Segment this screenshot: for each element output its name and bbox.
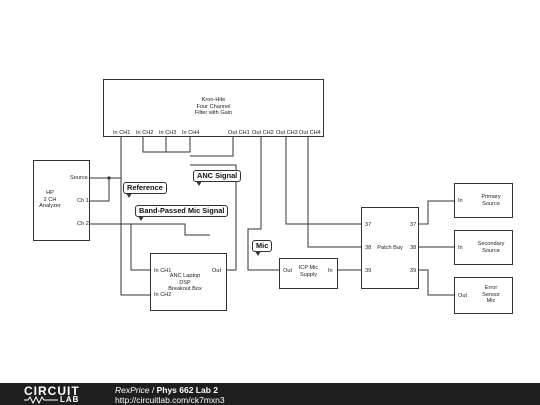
pin-in-ch1: In CH1 [113,130,131,136]
pin-bay-l38: 38 [365,245,372,251]
junction-dot [107,176,111,180]
logo-wave-icon [24,396,58,404]
pin-source: Source [70,175,88,181]
pin-icp-out: Out [283,268,293,274]
pin-anc-in-ch1: In CH1 [154,268,172,274]
wire-band-passed-bus [131,223,210,236]
hp-analyzer-title: HP 2 CH Analyzer [39,190,61,210]
pin-out-ch1: Out CH1 [228,130,250,136]
pin-bay-l37: 37 [365,222,372,228]
kron-hite-title: Kron-Hite Four Channel Filter with Gain [194,97,233,117]
wire-out-ch3 [285,137,361,225]
wire-ch2-band-passed [89,223,150,271]
wire-in-ch2-in-ch3 [142,137,167,153]
tag-mic: Mic [252,240,273,257]
kron-hite-filter: Kron-Hite Four Channel Filter with Gain … [103,79,324,137]
wire-anc-signal [190,164,237,271]
pin-anc-out: Out [212,268,222,274]
icp-title: ICP Mic Supply [298,265,319,278]
pin-anc-in-ch2: In CH2 [154,292,172,298]
wire-out-ch2 [247,137,279,271]
secondary-source-title: Secondary Source [477,241,505,254]
wire-reference-to-anc-in-ch2 [120,178,150,296]
footer-url[interactable]: http://circuitlab.com/ck7mxn3 [115,395,225,405]
tag-anc-signal: ANC Signal [193,170,242,187]
pin-out-ch2: Out CH2 [252,130,274,136]
footer-author[interactable]: RexPrice [115,385,150,395]
pin-ch2: Ch 2 [77,221,89,227]
primary-source: In Primary Source [454,183,513,218]
pin-bay-r38: 38 [410,245,417,251]
pin-bay-r39: 39 [410,268,417,274]
pin-in-ch4: In CH4 [182,130,200,136]
pin-error-out: Out [458,293,468,299]
wire-out-ch1 [190,137,234,157]
pin-in-ch2: In CH2 [136,130,154,136]
footer-title: RexPrice / Phys 662 Lab 2 [115,385,218,395]
wiring-diagram [89,137,454,296]
pin-out-ch4: Out CH4 [299,130,321,136]
logo-text-bottom: LAB [60,395,80,404]
wire-in-ch3-in-ch4 [166,137,191,153]
wire-37-primary [418,200,454,225]
pin-in-ch3: In CH3 [159,130,177,136]
pin-out-ch3: Out CH3 [276,130,298,136]
patch-bay: Patch Bay 37 38 39 37 38 39 [361,207,419,289]
footer-bar: CIRCUIT LAB RexPrice / Phys 662 Lab 2 ht… [0,383,540,405]
pin-secondary-in: In [458,245,463,251]
circuitlab-logo[interactable]: CIRCUIT LAB [24,384,94,404]
pin-bay-r37: 37 [410,222,417,228]
hp-analyzer: HP 2 CH Analyzer Source Ch 1 Ch 2 [33,160,90,241]
secondary-source: In Secondary Source [454,230,513,265]
logo-text-top: CIRCUIT [24,384,80,398]
wire-39-error [418,269,454,296]
primary-source-title: Primary Source [481,194,501,207]
footer-separator: / [149,385,157,395]
icp-mic-supply: ICP Mic Supply Out In [279,258,338,289]
wire-ch1-reference [89,178,110,202]
anc-laptop-title: ANC Laptop DSP Breakout Box [168,273,202,293]
error-sensor-mic: Out Error Sensor Mic [454,277,513,314]
error-mic-title: Error Sensor Mic [482,285,500,305]
tag-band-passed-mic-signal: Band-Passed Mic Signal [135,205,229,222]
wire-source-to-in-ch1 [89,137,122,179]
tag-reference: Reference [123,182,167,199]
wire-out-ch4 [307,137,361,248]
pin-bay-l39: 39 [365,268,372,274]
anc-laptop-dsp: ANC Laptop DSP Breakout Box In CH1 In CH… [150,253,227,311]
pin-ch1: Ch 1 [77,198,89,204]
pin-icp-in: In [328,268,333,274]
patch-bay-title: Patch Bay [377,245,403,251]
pin-primary-in: In [458,198,463,204]
footer-project-name: Phys 662 Lab 2 [156,385,218,395]
